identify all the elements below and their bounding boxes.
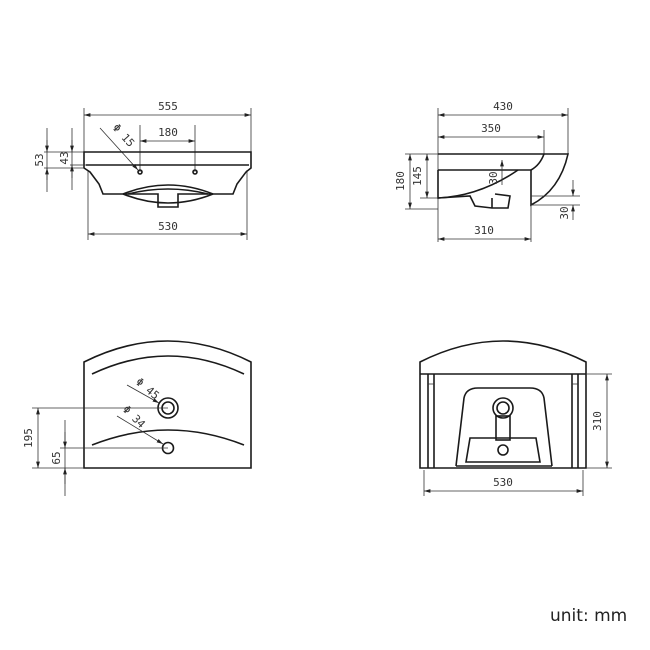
- dim-top-tap-from-back: 195: [22, 428, 35, 448]
- dim-front-tap-diameter: Φ 15: [110, 121, 137, 149]
- dim-bottom-width: 530: [493, 476, 513, 489]
- bottom-view: 310 530: [419, 340, 612, 496]
- dim-top-overflow-diameter: Φ 34: [120, 403, 148, 431]
- dim-side-total-height: 180: [394, 171, 407, 191]
- dim-front-height-outer: 53: [33, 153, 46, 166]
- front-view: 555 180 Φ 15 53 43 530: [33, 100, 252, 240]
- dim-side-base-depth: 310: [474, 224, 494, 237]
- dim-top-tap-diameter: Φ 45: [133, 375, 162, 402]
- dim-front-overall-width: 555: [158, 100, 178, 113]
- dim-top-drain-from-back: 65: [50, 451, 63, 464]
- dim-front-bottom-width: 530: [158, 220, 178, 233]
- top-view: Φ 45 Φ 34 195 65: [22, 340, 252, 496]
- side-view: 430 350 30 180 145 30 310: [394, 100, 580, 242]
- dim-side-overall-depth: 430: [493, 100, 513, 113]
- dim-side-drain-offset: 30: [487, 171, 500, 184]
- dim-side-bowl-height: 145: [411, 166, 424, 186]
- dim-side-lip-height: 30: [558, 206, 571, 219]
- dim-bottom-depth: 310: [591, 411, 604, 431]
- unit-label: unit: mm: [550, 606, 628, 626]
- dim-side-bowl-depth: 350: [481, 122, 501, 135]
- dim-front-height-inner: 43: [58, 151, 71, 164]
- dim-tap-hole-spacing: 180: [158, 126, 178, 139]
